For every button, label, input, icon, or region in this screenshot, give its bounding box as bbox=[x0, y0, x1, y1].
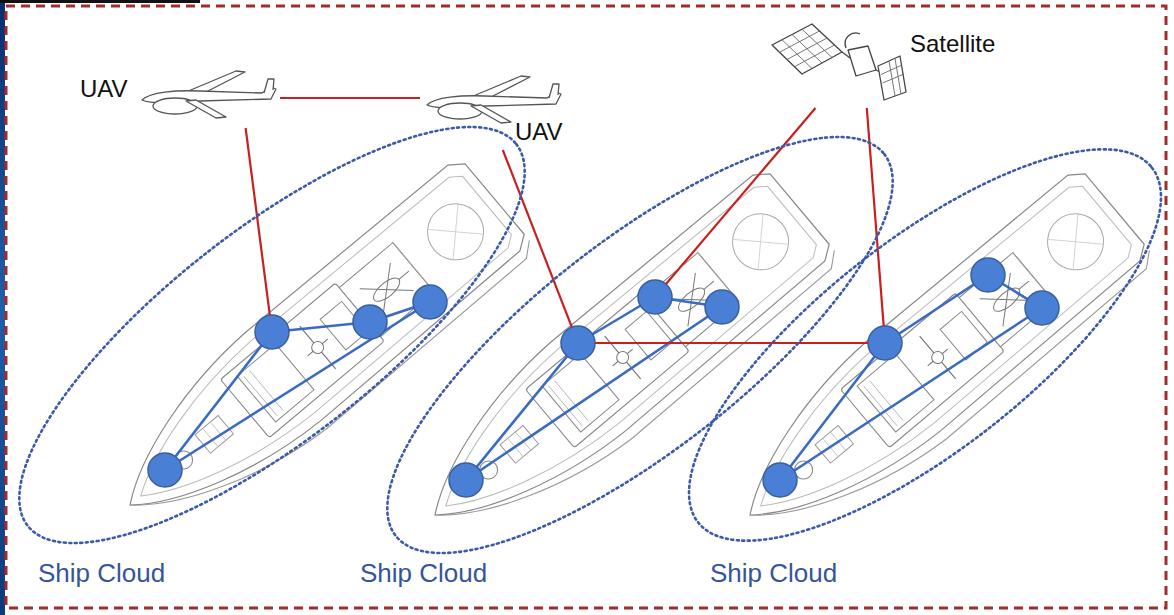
ship-drawing bbox=[93, 155, 539, 557]
icon-part bbox=[878, 56, 906, 100]
cloud-ellipse bbox=[331, 71, 949, 615]
link-line bbox=[867, 108, 884, 326]
uav-node: UAV bbox=[75, 65, 280, 128]
icon-part bbox=[471, 105, 511, 123]
icon-part bbox=[549, 84, 559, 98]
ship-links bbox=[165, 275, 1042, 480]
cloud-ellipse bbox=[633, 85, 1174, 605]
node-label: Satellite bbox=[910, 30, 995, 58]
cloud-outline bbox=[19, 127, 525, 596]
dashed-frame bbox=[6, 6, 1166, 608]
link-line bbox=[595, 342, 868, 344]
cloud-label: Ship Cloud bbox=[710, 558, 837, 588]
icon-part bbox=[471, 76, 530, 97]
icon-part bbox=[186, 100, 226, 118]
icon-part bbox=[780, 29, 835, 68]
cloud-outline bbox=[689, 149, 1161, 596]
ship-cloud: Ship Cloud bbox=[689, 149, 1161, 596]
icon-part bbox=[881, 59, 904, 97]
icon-part bbox=[264, 79, 274, 93]
icon-part bbox=[772, 24, 842, 74]
icon-part bbox=[186, 71, 245, 92]
icon-part bbox=[848, 46, 876, 76]
ship-cloud: Ship Cloud bbox=[19, 127, 525, 596]
cloud-label: Ship Cloud bbox=[38, 558, 165, 588]
node-label: UAV bbox=[80, 75, 128, 103]
sky-strip bbox=[0, 0, 5, 615]
ship-drawing bbox=[713, 165, 1159, 567]
uav-node: UAV bbox=[420, 72, 578, 150]
satellite-node: Satellite bbox=[765, 18, 1010, 108]
node-label: UAV bbox=[515, 118, 563, 146]
link-line bbox=[503, 150, 572, 327]
cloud-label: Ship Cloud bbox=[360, 558, 487, 588]
link-line bbox=[666, 108, 815, 284]
ship-node-dots bbox=[148, 258, 1059, 497]
link-line bbox=[280, 97, 420, 99]
icon-part bbox=[845, 33, 860, 48]
top-strip bbox=[0, 0, 200, 3]
